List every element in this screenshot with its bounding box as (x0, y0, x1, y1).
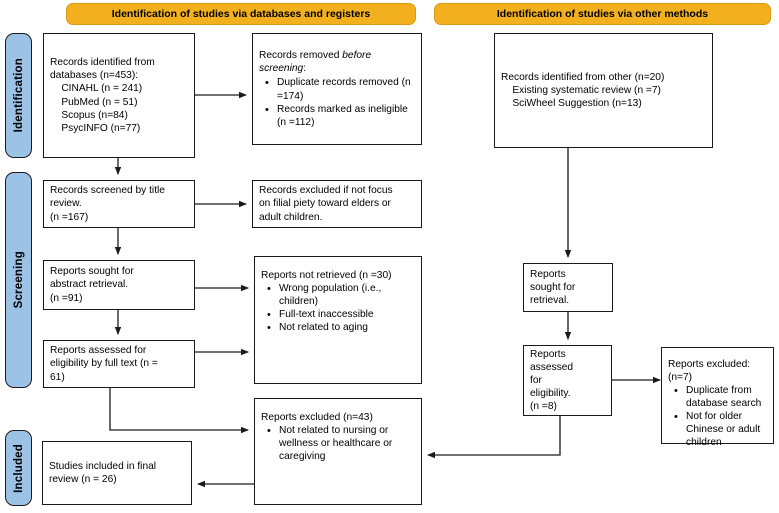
reports-sought-abstract-text: Reports sought for abstract retrieval. (… (50, 266, 134, 304)
phase-label-screening: Screening (12, 251, 25, 309)
reports-not-retrieved-heading: Reports not retrieved (n =30) (261, 270, 392, 281)
bullet-item: Not for older Chinese or adult children (674, 410, 767, 449)
phase-pill-included: Included (5, 430, 32, 506)
phase-label-identification: Identification (12, 58, 25, 133)
bullet-item: Full-text inaccessible (267, 308, 415, 322)
records-screened-title-text: Records screened by title review. (n =16… (50, 185, 165, 223)
box-records-excluded-focus: Records excluded if not focus on filial … (252, 180, 422, 228)
records-identified-other-text: Records identified from other (n=20) Exi… (501, 71, 665, 110)
banner-databases-label: Identification of studies via databases … (111, 7, 371, 20)
reports-excluded-7-bullets: Duplicate from database searchNot for ol… (662, 384, 773, 449)
box-records-screened-title: Records screened by title review. (n =16… (43, 180, 195, 228)
box-reports-sought-abstract: Reports sought for abstract retrieval. (… (43, 260, 195, 310)
reports-assessed-other-text: Reports assessed for eligibility. (n =8) (530, 348, 574, 413)
reports-not-retrieved-bullets: Wrong population (i.e., children)Full-te… (255, 282, 421, 335)
reports-excluded-43-heading: Reports excluded (n=43) (261, 412, 373, 423)
reports-excluded-7-heading: Reports excluded: (n=7) (668, 359, 753, 384)
phase-pill-identification: Identification (5, 33, 32, 158)
banner-databases-and-registers: Identification of studies via databases … (66, 3, 416, 25)
box-records-identified-other: Records identified from other (n=20) Exi… (494, 33, 713, 148)
studies-included-final-text: Studies included in final review (n = 26… (49, 460, 157, 485)
phase-label-included: Included (12, 443, 25, 493)
reports-excluded-43-bullets: Not related to nursing or wellness or he… (255, 424, 421, 463)
bullet-item: Not related to nursing or wellness or he… (267, 424, 415, 463)
box-records-identified-databases: Records identified from databases (n=453… (43, 33, 195, 158)
bullet-item: Duplicate records removed (n =174) (265, 76, 415, 102)
box-reports-assessed-fulltext: Reports assessed for eligibility by full… (43, 340, 195, 388)
box-reports-not-retrieved: Reports not retrieved (n =30) Wrong popu… (254, 256, 422, 384)
bullet-item: Wrong population (i.e., children) (267, 282, 415, 308)
reports-sought-retrieval-other-text: Reports sought for retrieval. (530, 268, 576, 307)
reports-assessed-fulltext-text: Reports assessed for eligibility by full… (50, 345, 158, 383)
box-reports-excluded-7: Reports excluded: (n=7) Duplicate from d… (661, 347, 774, 448)
box-reports-sought-retrieval-other: Reports sought for retrieval. (523, 263, 613, 312)
records-excluded-focus-text: Records excluded if not focus on filial … (259, 185, 393, 223)
banner-other-label: Identification of studies via other meth… (496, 7, 709, 20)
box-reports-assessed-other: Reports assessed for eligibility. (n =8) (523, 345, 612, 416)
bullet-item: Duplicate from database search (674, 384, 767, 410)
box-reports-excluded-43: Reports excluded (n=43) Not related to n… (254, 398, 422, 505)
bullet-item: Not related to aging (267, 321, 415, 335)
phase-pill-screening: Screening (5, 172, 32, 388)
records-removed-bullets: Duplicate records removed (n =174)Record… (253, 76, 421, 128)
banner-other-methods: Identification of studies via other meth… (434, 3, 771, 25)
box-studies-included-final: Studies included in final review (n = 26… (42, 441, 192, 505)
records-identified-databases-text: Records identified from databases (n=453… (50, 57, 155, 134)
bullet-item: Records marked as ineligible (n =112) (265, 103, 415, 129)
